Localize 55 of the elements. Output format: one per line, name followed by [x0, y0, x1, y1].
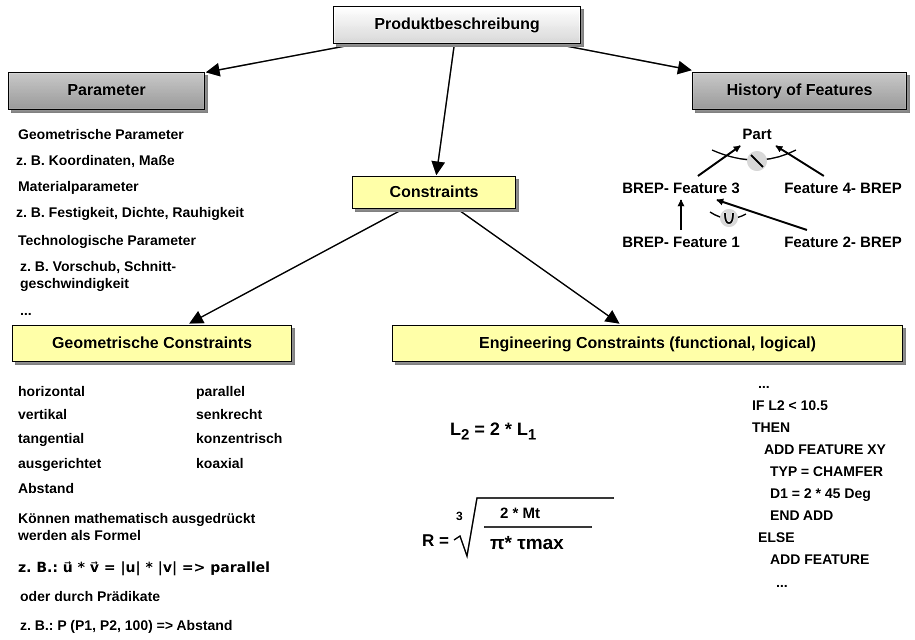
code-line: END ADD — [770, 507, 834, 524]
arrow — [697, 145, 741, 177]
process-box: Geometrische Constraints — [12, 325, 292, 362]
code-line: ADD FEATURE — [770, 551, 870, 568]
formula-text: L$_{2}$ = 2 * L$_{1}$ — [450, 418, 536, 446]
list-item: Materialparameter — [18, 178, 139, 195]
list-item: vertikal — [18, 406, 68, 423]
feature-label: Part — [736, 124, 778, 144]
category-box: Parameter — [8, 72, 205, 110]
list-item: z. B. Festigkeit, Dichte, Rauhigkeit — [16, 204, 244, 221]
root-box: Produktbeschreibung — [333, 6, 581, 44]
formula-text: z. B.: P (P1, P2, 100) => Abstand — [20, 617, 232, 634]
code-line: IF L2 < 10.5 — [752, 397, 828, 414]
arrow — [189, 210, 400, 324]
formula-text: 2 * Mt — [500, 504, 540, 523]
list-item: konzentrisch — [196, 430, 282, 447]
feature-label: BREP- Feature 3 — [608, 178, 754, 198]
arrow — [566, 45, 692, 74]
list-item: oder durch Prädikate — [20, 588, 160, 605]
feature-label: Feature 2- BREP — [772, 232, 914, 252]
formula-text: R = — [422, 530, 449, 551]
list-item: senkrecht — [196, 406, 262, 423]
arrow — [776, 145, 824, 177]
list-item: ausgerichtet — [18, 455, 102, 472]
code-line: D1 = 2 * 45 Deg — [770, 485, 871, 502]
code-line: ... — [776, 574, 788, 591]
root-index: 3 — [456, 508, 463, 524]
arrow — [206, 45, 346, 77]
list-item: tangential — [18, 430, 84, 447]
feature-label: Feature 4- BREP — [772, 178, 914, 198]
list-item: parallel — [196, 383, 246, 400]
code-line: ... — [758, 375, 770, 392]
arrow — [716, 198, 808, 231]
formula-text: π* τmax — [490, 532, 564, 555]
list-item: Abstand — [18, 480, 74, 497]
formula-text: z. B.: u⃗ * v⃗ = |u| * |v| => parallel — [18, 560, 270, 577]
code-line: ELSE — [758, 529, 795, 546]
note-text: Können mathematisch ausgedrückt werden als Formel — [18, 510, 256, 544]
list-item: ... — [20, 302, 32, 319]
list-item: Technologische Parameter — [18, 232, 196, 249]
list-item: koaxial — [196, 455, 244, 472]
code-line: THEN — [752, 419, 790, 436]
feature-label: BREP- Feature 1 — [608, 232, 754, 252]
list-item: horizontal — [18, 383, 85, 400]
list-item: z. B. Koordinaten, Maße — [16, 152, 175, 169]
category-box: History of Features — [692, 72, 907, 110]
arrow — [460, 210, 620, 324]
list-item: Geometrische Parameter — [18, 126, 184, 143]
arrow — [431, 46, 455, 176]
code-line: ADD FEATURE XY — [764, 441, 886, 458]
process-box: Engineering Constraints (functional, logical) — [392, 325, 903, 362]
list-item: z. B. Vorschub, Schnitt- geschwindigkeit — [20, 258, 178, 292]
process-box: Constraints — [352, 176, 516, 209]
arrow — [678, 199, 684, 230]
code-line: TYP = CHAMFER — [770, 463, 883, 480]
